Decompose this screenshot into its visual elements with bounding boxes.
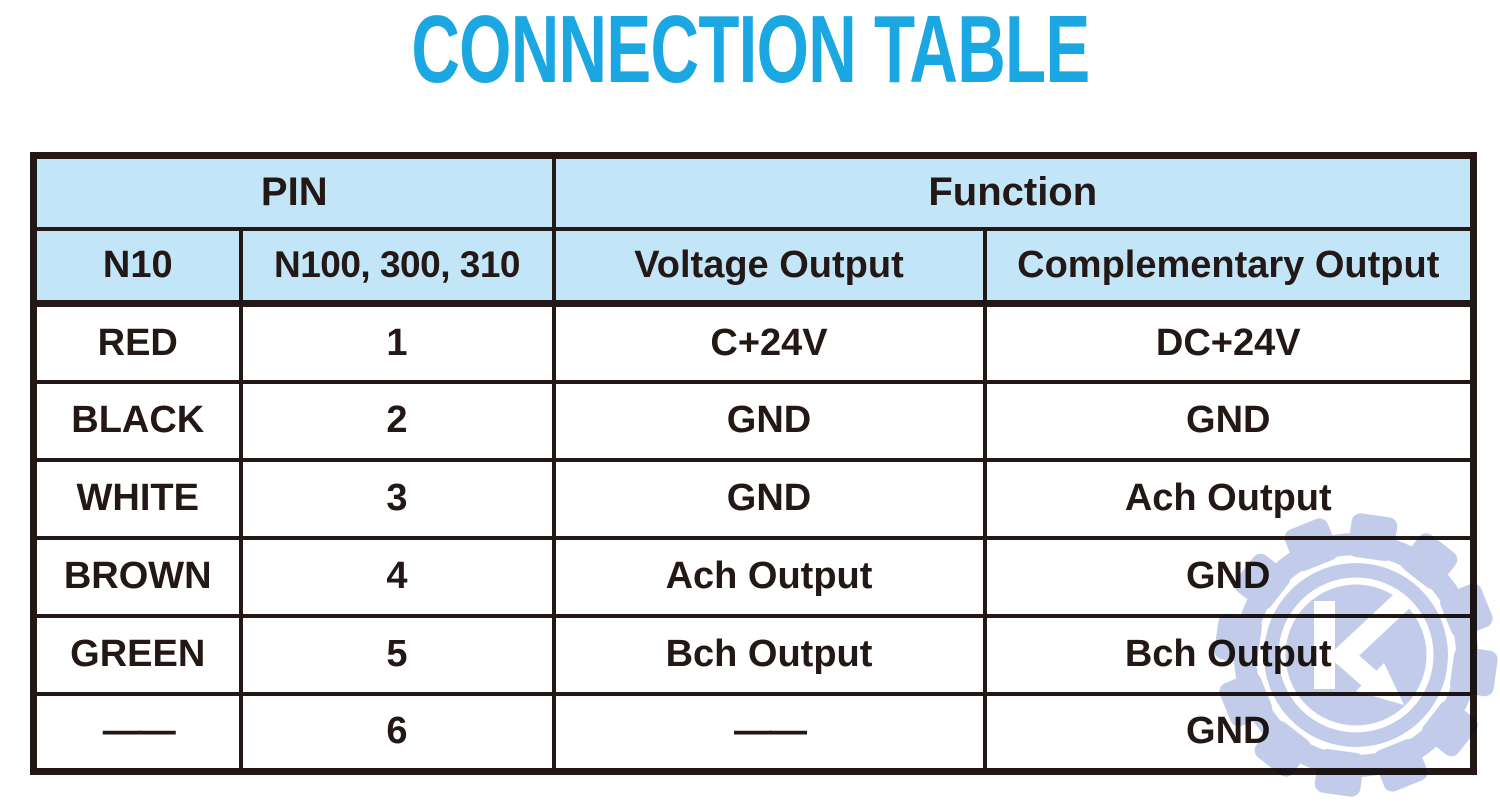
- page-title: CONNECTION TABLE: [0, 2, 1500, 98]
- cell-wire-color: ——: [31, 691, 243, 774]
- cell-pin-number: 1: [238, 301, 556, 384]
- cell-wire-color: GREEN: [31, 613, 243, 696]
- sub-header-n10: N10: [31, 226, 243, 307]
- cell-complementary-function: Bch Output: [982, 613, 1476, 696]
- table-group-header-row: PIN Function: [31, 153, 1476, 231]
- page-title-text: CONNECTION TABLE: [410, 0, 1090, 103]
- cell-voltage-function: C+24V: [551, 301, 987, 384]
- connection-table: PIN Function N10 N100, 300, 310 Voltage …: [30, 152, 1478, 775]
- cell-complementary-function: GND: [982, 691, 1476, 774]
- table-row-red: RED 1 C+24V DC+24V: [31, 301, 1476, 384]
- cell-voltage-function: GND: [551, 457, 987, 540]
- sub-header-complementary-output: Complementary Output: [982, 226, 1476, 307]
- cell-voltage-function: Ach Output: [551, 535, 987, 618]
- table-row-white: WHITE 3 GND Ach Output: [31, 457, 1476, 540]
- cell-wire-color: RED: [31, 301, 243, 384]
- cell-pin-number: 3: [238, 457, 556, 540]
- cell-complementary-function: GND: [982, 535, 1476, 618]
- cell-pin-number: 5: [238, 613, 556, 696]
- cell-voltage-function: ——: [551, 691, 987, 774]
- cell-complementary-function: Ach Output: [982, 457, 1476, 540]
- cell-pin-number: 6: [238, 691, 556, 774]
- group-header-pin: PIN: [31, 153, 556, 231]
- cell-wire-color: WHITE: [31, 457, 243, 540]
- table-row-green: GREEN 5 Bch Output Bch Output: [31, 613, 1476, 696]
- sub-header-n100-300-310: N100, 300, 310: [238, 226, 556, 307]
- cell-complementary-function: GND: [982, 379, 1476, 462]
- sub-header-voltage-output: Voltage Output: [551, 226, 987, 307]
- cell-wire-color: BLACK: [31, 379, 243, 462]
- table-sub-header-row: N10 N100, 300, 310 Voltage Output Comple…: [31, 226, 1476, 307]
- group-header-function: Function: [551, 153, 1476, 231]
- cell-complementary-function: DC+24V: [982, 301, 1476, 384]
- table-row-none: —— 6 —— GND: [31, 691, 1476, 774]
- cell-pin-number: 4: [238, 535, 556, 618]
- cell-voltage-function: Bch Output: [551, 613, 987, 696]
- table-row-black: BLACK 2 GND GND: [31, 379, 1476, 462]
- cell-pin-number: 2: [238, 379, 556, 462]
- table-row-brown: BROWN 4 Ach Output GND: [31, 535, 1476, 618]
- cell-voltage-function: GND: [551, 379, 987, 462]
- cell-wire-color: BROWN: [31, 535, 243, 618]
